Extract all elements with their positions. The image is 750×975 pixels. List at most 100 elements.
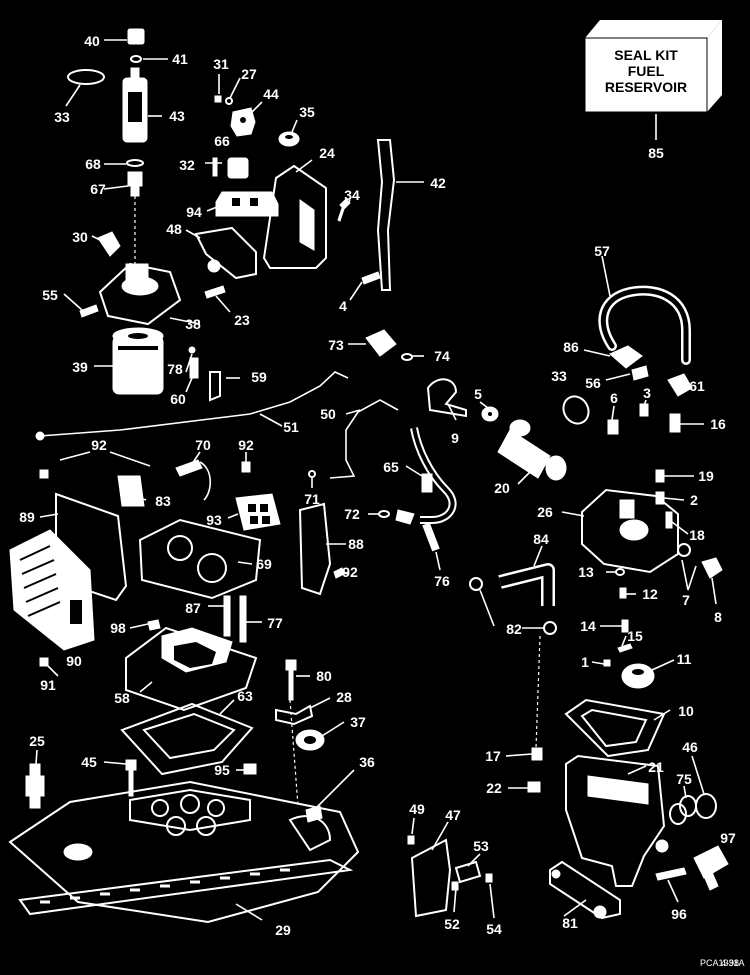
callout-92: 92 [91, 437, 107, 453]
callout-38: 38 [185, 316, 201, 332]
callout-30: 30 [72, 229, 88, 245]
callout-54: 54 [486, 921, 502, 937]
callout-29: 29 [275, 922, 291, 938]
callout-32: 32 [179, 157, 195, 173]
callout-89: 89 [19, 509, 35, 525]
callout-57: 57 [594, 243, 610, 259]
footer-date: 4-98 [721, 958, 739, 968]
callout-41: 41 [172, 51, 188, 67]
callout-91: 91 [40, 677, 56, 693]
callout-53: 53 [473, 838, 489, 854]
callout-59: 59 [251, 369, 267, 385]
callout-39: 39 [72, 359, 88, 375]
part-bracket-81 [549, 860, 621, 920]
callout-55: 55 [42, 287, 58, 303]
callout-21: 21 [648, 759, 664, 775]
callout-56: 56 [585, 375, 601, 391]
part-fuel-line-51 [39, 371, 349, 437]
part-shield-88 [298, 502, 332, 596]
part-bracket-48 [194, 226, 257, 280]
callout-37: 37 [350, 714, 366, 730]
part-gasket-10 [564, 698, 666, 758]
part-gasket-63 [120, 702, 254, 776]
callout-60: 60 [170, 391, 186, 407]
callout-33: 33 [54, 109, 70, 125]
callout-12: 12 [642, 586, 658, 602]
callout-6: 6 [610, 390, 618, 406]
callout-92: 92 [342, 564, 358, 580]
callout-35: 35 [299, 104, 315, 120]
callout-98: 98 [110, 620, 126, 636]
callout-78: 78 [167, 361, 183, 377]
callout-92: 92 [238, 437, 254, 453]
callout-26: 26 [537, 504, 553, 520]
part-relay-bracket-94 [215, 191, 279, 217]
callout-86: 86 [563, 339, 579, 355]
callout-40: 40 [84, 33, 100, 49]
callout-68: 68 [85, 156, 101, 172]
callout-67: 67 [90, 181, 106, 197]
callout-8: 8 [714, 609, 722, 625]
callout-15: 15 [627, 628, 643, 644]
part-fuel-filter-39 [112, 327, 164, 395]
seal-kit-line1: SEAL KIT [614, 47, 678, 63]
callout-31: 31 [213, 56, 229, 72]
callout-82: 82 [506, 621, 522, 637]
callout-65: 65 [383, 459, 399, 475]
callout-23: 23 [234, 312, 250, 328]
seal-kit-line3: RESERVOIR [605, 79, 687, 95]
callout-24: 24 [319, 145, 335, 161]
part-plate-47 [410, 838, 452, 918]
callout-14: 14 [580, 618, 596, 634]
callout-83: 83 [155, 493, 171, 509]
callout-17: 17 [485, 748, 501, 764]
callout-44: 44 [263, 86, 279, 102]
callout-63: 63 [237, 688, 253, 704]
callout-10: 10 [678, 703, 694, 719]
leader-lines [35, 39, 717, 921]
callout-16: 16 [710, 416, 726, 432]
callout-95: 95 [214, 762, 230, 778]
callout-22: 22 [486, 780, 502, 796]
callout-25: 25 [29, 733, 45, 749]
footer-code: PCA1331A [700, 958, 745, 968]
part-module-93 [235, 493, 281, 531]
callout-93: 93 [206, 512, 222, 528]
callout-9: 9 [451, 430, 459, 446]
callout-71: 71 [304, 491, 320, 507]
part-fitting-67 [127, 171, 143, 197]
part-ecm-90 [9, 529, 95, 651]
callout-58: 58 [114, 690, 130, 706]
part-housing-26 [581, 488, 679, 574]
callout-1: 1 [581, 654, 589, 670]
part-valve-73 [365, 329, 397, 357]
seal-kit-box: SEAL KIT FUEL RESERVOIR 85 [584, 20, 722, 161]
part-bracket-42 [376, 139, 396, 291]
callout-90: 90 [66, 653, 82, 669]
callout-3: 3 [643, 385, 651, 401]
part-intake-manifold-29 [8, 780, 360, 924]
callout-5: 5 [474, 386, 482, 402]
callout-76: 76 [434, 573, 450, 589]
callout-97: 97 [720, 830, 736, 846]
callout-72: 72 [344, 506, 360, 522]
callout-45: 45 [81, 754, 97, 770]
callout-48: 48 [166, 221, 182, 237]
callout-74: 74 [434, 348, 450, 364]
callout-69: 69 [256, 556, 272, 572]
part-relay-83 [117, 475, 145, 507]
callout-43: 43 [169, 108, 185, 124]
part-filter-head-38 [98, 262, 182, 326]
part-pump-20 [497, 419, 567, 481]
callout-19: 19 [698, 468, 714, 484]
part-adapter-58 [125, 626, 258, 712]
callout-81: 81 [562, 915, 578, 931]
part-oring-41 [130, 55, 142, 63]
callout-2: 2 [690, 492, 698, 508]
part-gasket-69 [138, 518, 262, 600]
callout-33: 33 [551, 368, 567, 384]
callout-34: 34 [344, 187, 360, 203]
